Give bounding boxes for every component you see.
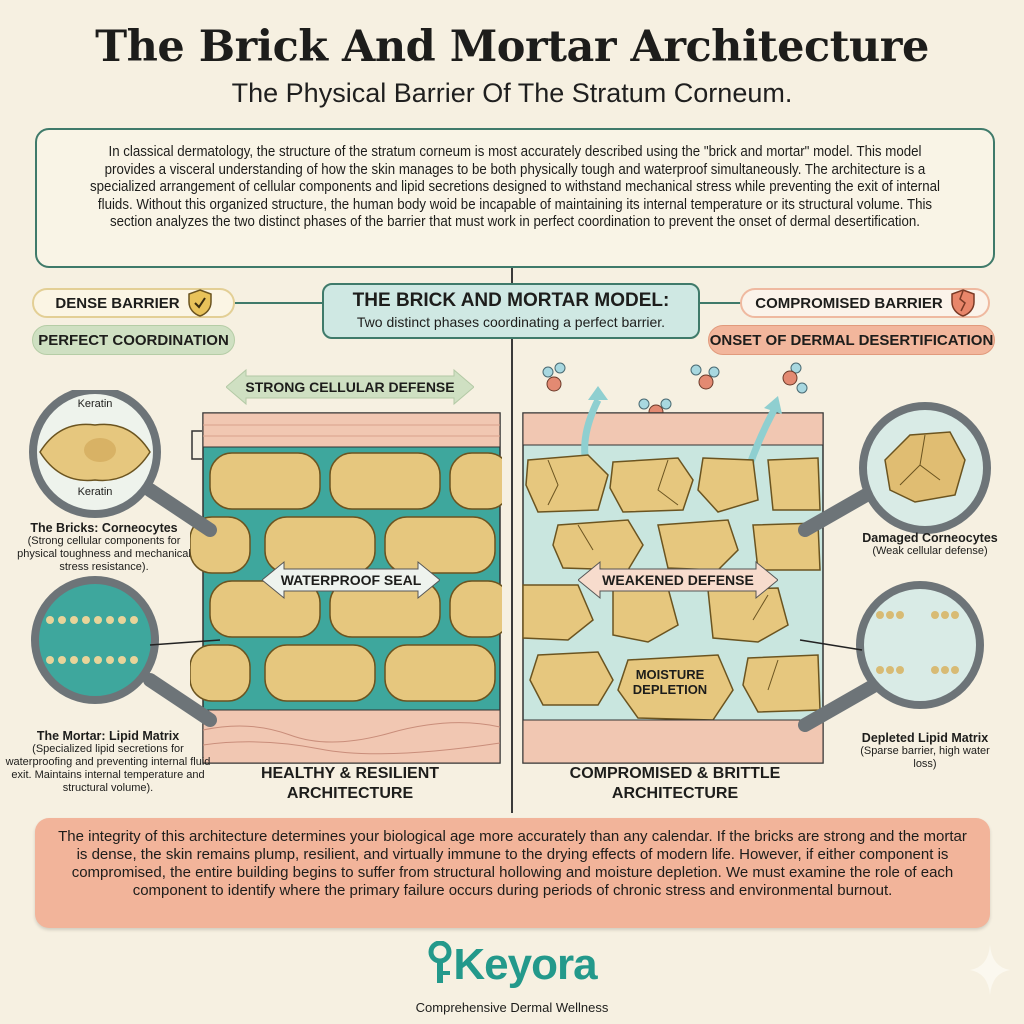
healthy-line2: ARCHITECTURE [286, 785, 414, 802]
intro-box: In classical dermatology, the structure … [35, 128, 995, 268]
outro-box: The integrity of this architecture deter… [35, 818, 990, 928]
moisture-line2: DEPLETION [632, 682, 708, 697]
strong-defense-arrow [226, 368, 474, 406]
model-subtitle: Two distinct phases coordinating a perfe… [356, 314, 666, 330]
damaged-caption: Damaged Corneocytes(Weak cellular defens… [840, 532, 1020, 558]
center-divider [511, 268, 513, 813]
water-molecule-icons [542, 362, 808, 420]
model-box: THE BRICK AND MORTAR MODEL: Two distinct… [322, 283, 700, 339]
intro-text: In classical dermatology, the structure … [90, 144, 940, 231]
waterproof-seal-label: WATERPROOF SEAL [280, 572, 422, 588]
bricks-title: The Bricks: Corneocytes [30, 521, 178, 535]
keratin-top-label: Keratin [77, 398, 113, 410]
bricks-caption: The Bricks: Corneocytes(Strong cellular … [14, 522, 194, 574]
moisture-depletion-label: MOISTURE DEPLETION [620, 660, 720, 704]
strong-defense-label: STRONG CELLULAR DEFENSE [245, 379, 455, 395]
magnifier-illustrations-left [29, 390, 220, 727]
page-title: The Brick And Mortar Architecture [95, 22, 929, 72]
perfect-coordination-tag: PERFECT COORDINATION [32, 325, 235, 355]
waterproof-seal-arrow [262, 560, 440, 600]
compromised-barrier-label: COMPROMISED BARRIER [755, 294, 943, 312]
onset-desertification-tag: ONSET OF DERMAL DESERTIFICATION [708, 325, 995, 355]
connector-left [235, 302, 323, 304]
keratin-bottom-label: Keratin [77, 486, 113, 498]
brand-logo: Keyora [400, 940, 624, 990]
magnifier-illustrations-right [798, 402, 991, 732]
page-subtitle: The Physical Barrier Of The Stratum Corn… [231, 78, 793, 108]
mortar-caption: The Mortar: Lipid Matrix(Specialized lip… [2, 730, 214, 795]
brand-name: Keyora [453, 940, 597, 989]
connector-right [700, 302, 742, 304]
magnifier-lipid-icon [31, 576, 217, 727]
weakened-defense-arrow [578, 560, 778, 600]
mortar-title: The Mortar: Lipid Matrix [36, 729, 180, 743]
broken-shield-icon [951, 289, 975, 317]
sparkle-icon [970, 945, 1010, 995]
healthy-architecture-label: HEALTHY & RESILIENT ARCHITECTURE [200, 764, 500, 804]
magnifier-corneocyte-icon [29, 390, 217, 537]
key-logo-icon [428, 940, 452, 983]
healthy-skin-diagram [190, 412, 502, 764]
depleted-title: Depleted Lipid Matrix [861, 731, 989, 745]
bricks-desc: (Strong cellular components for physical… [17, 535, 191, 573]
magnifier-depleted-lipid-icon [798, 581, 984, 732]
magnifier-damaged-corneocyte-icon [798, 402, 991, 537]
corneocyte-bricks [190, 452, 502, 702]
damaged-desc: (Weak cellular defense) [872, 545, 988, 557]
mortar-desc: (Specialized lipid secretions for waterp… [5, 743, 211, 794]
outro-text: The integrity of this architecture deter… [58, 828, 967, 899]
shield-check-icon [187, 289, 212, 317]
damaged-title: Damaged Corneocytes [862, 531, 998, 545]
dense-barrier-label: DENSE BARRIER [55, 294, 180, 312]
compromised-line2: ARCHITECTURE [611, 785, 739, 802]
depleted-desc: (Sparse barrier, high water loss) [860, 745, 990, 770]
compromised-architecture-label: COMPROMISED & BRITTLE ARCHITECTURE [525, 764, 825, 804]
compromised-line1: COMPROMISED & BRITTLE [569, 765, 781, 782]
compromised-barrier-badge: COMPROMISED BARRIER [740, 288, 990, 318]
model-title: THE BRICK AND MORTAR MODEL: [352, 290, 670, 311]
depleted-caption: Depleted Lipid Matrix(Sparse barrier, hi… [850, 732, 1000, 771]
dense-barrier-badge: DENSE BARRIER [32, 288, 235, 318]
healthy-line1: HEALTHY & RESILIENT [260, 765, 440, 782]
brand-tagline: Comprehensive Dermal Wellness [415, 1000, 609, 1015]
weakened-defense-label: WEAKENED DEFENSE [602, 572, 754, 588]
moisture-line1: MOISTURE [635, 667, 705, 682]
